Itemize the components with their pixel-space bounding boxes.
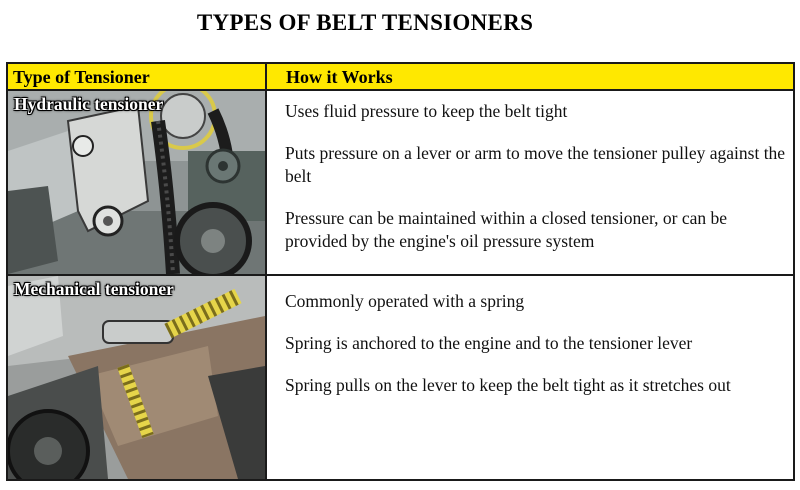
mechanical-point-2: Spring is anchored to the engine and to … (285, 333, 693, 353)
row-divider (8, 274, 793, 276)
header-how-it-works: How it Works (286, 67, 393, 87)
hydraulic-tensioner-image: Hydraulic tensioner (8, 91, 265, 274)
hydraulic-description: Uses fluid pressure to keep the belt tig… (285, 100, 790, 272)
mechanical-point-1: Commonly operated with a spring (285, 291, 525, 311)
table-header: Type of Tensioner How it Works (8, 64, 793, 91)
header-type-of-tensioner: Type of Tensioner (13, 67, 150, 87)
column-divider (265, 64, 267, 479)
mechanical-tensioner-image: Mechanical tensioner (8, 276, 265, 479)
hydraulic-point-1: Uses fluid pressure to keep the belt tig… (285, 101, 568, 121)
hydraulic-tensioner-label: Hydraulic tensioner (14, 94, 164, 114)
hydraulic-point-3: Pressure can be maintained within a clos… (285, 208, 727, 251)
page-title: TYPES OF BELT TENSIONERS (196, 10, 534, 35)
mechanical-description: Commonly operated with a spring Spring i… (285, 290, 790, 416)
mechanical-point-3: Spring pulls on the lever to keep the be… (285, 375, 731, 395)
hydraulic-point-2: Puts pressure on a lever or arm to move … (285, 143, 786, 186)
mechanical-tensioner-label: Mechanical tensioner (14, 279, 174, 299)
tensioner-table: Type of Tensioner How it Works Hydrauli (6, 62, 795, 481)
